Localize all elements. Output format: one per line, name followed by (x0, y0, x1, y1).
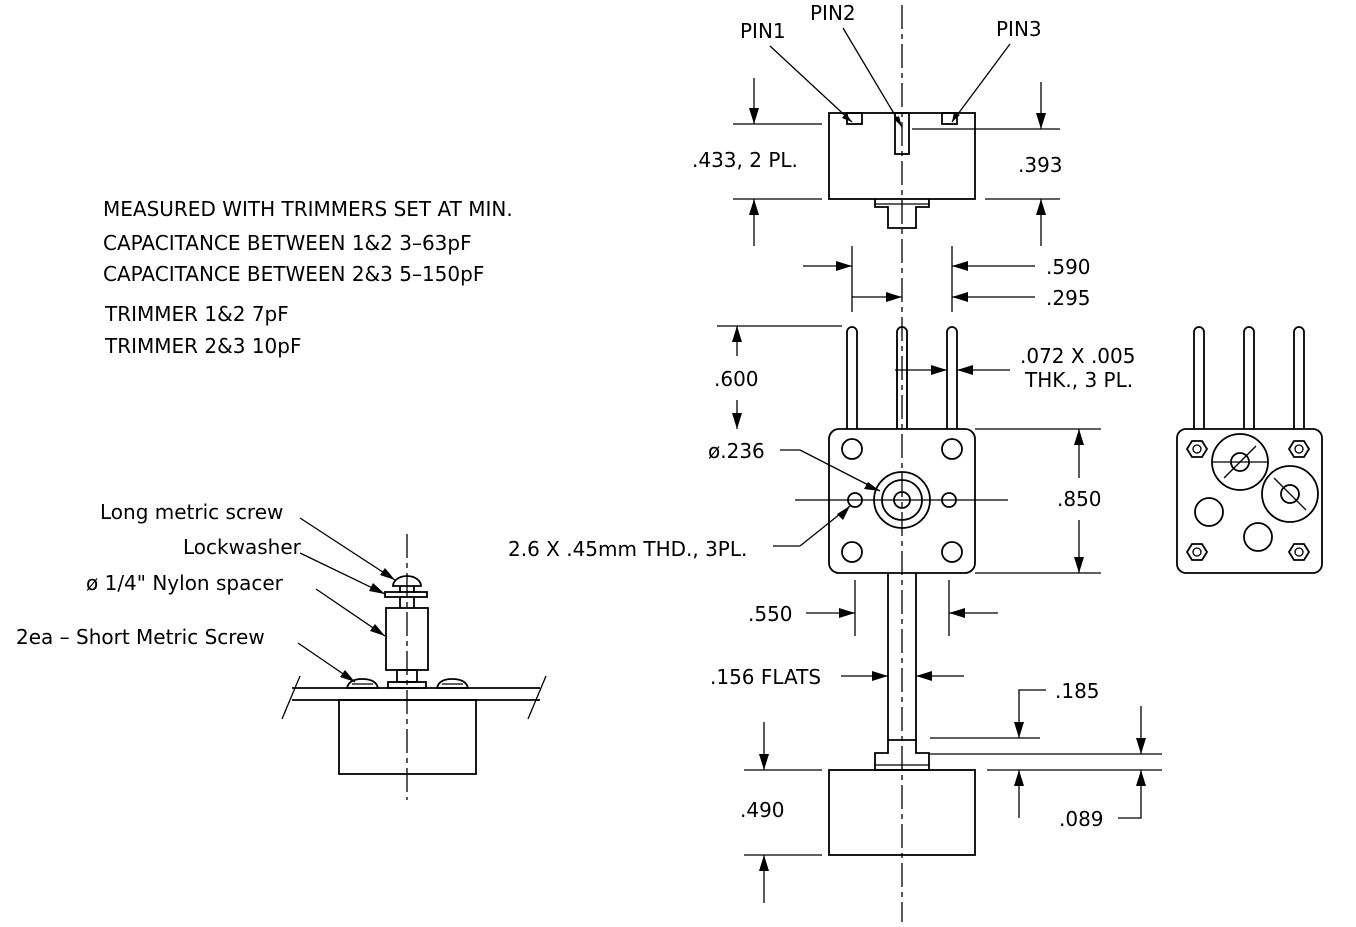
dim-393-label: .393 (1018, 153, 1063, 177)
dim-072: .072 X .005 THK., 3 PL. (895, 344, 1135, 392)
pin3-label: PIN3 (996, 17, 1042, 41)
dim-393: .393 (912, 82, 1063, 246)
dim-156: .156 FLATS (710, 665, 964, 689)
dim-185-label: .185 (1055, 679, 1100, 703)
dim-600-label: .600 (714, 367, 759, 391)
dim-236: ø.236 (708, 439, 881, 492)
label-lockwasher: Lockwasher (183, 535, 302, 559)
dim-072-label-2: THK., 3 PL. (1024, 368, 1133, 392)
dim-433-label: .433, 2 PL. (692, 148, 798, 172)
dim-185: .185 (930, 679, 1100, 739)
note-cap-23: CAPACITANCE BETWEEN 2&3 5–150pF (103, 262, 484, 286)
dim-072-label-1: .072 X .005 (1020, 344, 1135, 368)
label-nylon-spacer: ø 1/4" Nylon spacer (86, 571, 284, 595)
dim-590-label: .590 (1046, 255, 1091, 279)
pin1-label: PIN1 (740, 19, 786, 43)
label-long-screw: Long metric screw (100, 500, 283, 524)
dim-thd: 2.6 X .45mm THD., 3PL. (508, 505, 851, 561)
bottom-view (828, 739, 976, 856)
pin-labels: PIN1 PIN2 PIN3 (740, 1, 1042, 128)
dim-236-label: ø.236 (708, 439, 765, 463)
dim-156-label: .156 FLATS (710, 665, 821, 689)
mounting-labels: Long metric screw Lockwasher ø 1/4" Nylo… (16, 500, 396, 683)
dim-thd-label: 2.6 X .45mm THD., 3PL. (508, 537, 747, 561)
dim-490-label: .490 (740, 798, 785, 822)
note-measured: MEASURED WITH TRIMMERS SET AT MIN. (103, 197, 513, 221)
note-trimmer-12: TRIMMER 1&2 7pF (104, 302, 289, 326)
label-short-screw: 2ea – Short Metric Screw (16, 625, 265, 649)
dim-600: .600 (714, 325, 842, 429)
dim-089: .089 (930, 706, 1162, 831)
dim-433: .433, 2 PL. (692, 78, 822, 246)
note-cap-12: CAPACITANCE BETWEEN 1&2 3–63pF (103, 231, 472, 255)
dim-590-295: .590 .295 (803, 246, 1091, 312)
dim-550: .550 (748, 580, 998, 636)
front-view (795, 326, 1008, 740)
dim-550-label: .550 (748, 602, 793, 626)
rear-view (1176, 326, 1323, 574)
mounting-detail (281, 534, 547, 800)
dim-850: .850 (975, 428, 1102, 574)
dim-089-label: .089 (1059, 807, 1104, 831)
dim-850-label: .850 (1057, 487, 1102, 511)
note-trimmer-23: TRIMMER 2&3 10pF (104, 334, 301, 358)
notes-block: MEASURED WITH TRIMMERS SET AT MIN. CAPAC… (103, 197, 513, 358)
pin2-label: PIN2 (810, 1, 856, 25)
dim-295-label: .295 (1046, 286, 1091, 310)
dim-490: .490 (740, 722, 822, 903)
